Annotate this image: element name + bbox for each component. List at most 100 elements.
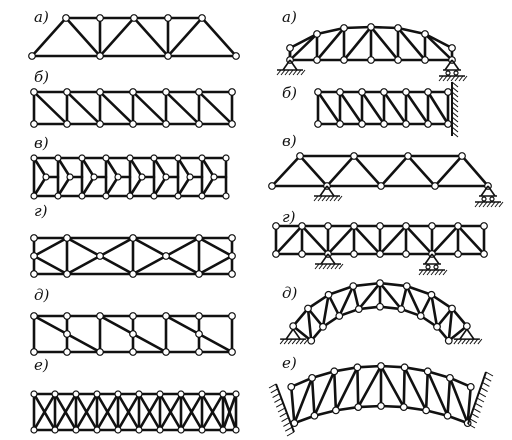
truss-joint — [380, 88, 388, 96]
truss-member — [356, 364, 383, 409]
label-left-e: е) — [34, 356, 49, 374]
truss-joint — [177, 390, 185, 398]
ground-hatch — [295, 338, 301, 345]
roller-support — [418, 253, 448, 276]
truss-member — [300, 224, 330, 256]
ground-hatch — [438, 269, 444, 276]
truss-member — [423, 32, 454, 62]
truss-member — [319, 185, 328, 197]
truss-joint — [433, 264, 439, 270]
truss-joint — [162, 312, 170, 320]
truss-joint — [96, 14, 104, 22]
truss-member — [382, 90, 408, 126]
truss-joint — [30, 312, 38, 320]
wall-hatch — [482, 381, 490, 387]
truss-joint — [195, 88, 203, 96]
truss-joint — [380, 120, 388, 128]
truss-member — [433, 154, 464, 188]
truss-member — [456, 224, 486, 256]
truss-right-b — [314, 81, 459, 138]
truss-joint — [51, 390, 59, 398]
truss-left-b — [30, 88, 236, 128]
label-right-a: а) — [282, 8, 297, 26]
ground-hatch — [321, 195, 327, 202]
truss-joint — [63, 330, 71, 338]
truss-right-a — [276, 23, 468, 82]
ground-hatch — [461, 338, 467, 345]
truss-joint — [222, 192, 230, 200]
truss-joint — [195, 270, 203, 278]
truss-member — [310, 376, 316, 418]
truss-joint — [350, 250, 358, 258]
ground-hatch — [482, 201, 488, 208]
truss-joint — [164, 52, 172, 60]
truss-joint — [174, 192, 182, 200]
truss-member — [152, 156, 168, 179]
truss-joint — [427, 290, 436, 299]
truss-member — [289, 385, 296, 425]
ground-hatch — [317, 195, 323, 202]
truss-joint — [444, 336, 453, 345]
truss-joint — [228, 234, 236, 242]
truss-member — [332, 370, 338, 412]
truss-member — [221, 392, 238, 432]
truss-joint — [377, 362, 385, 370]
wall-hatch — [451, 131, 459, 138]
truss-member — [430, 293, 454, 310]
wall-hatch — [451, 81, 459, 88]
truss-joint — [130, 14, 138, 22]
ground-hatch — [284, 69, 290, 76]
ground-hatch — [473, 338, 479, 345]
label-left-a: а) — [34, 8, 49, 26]
truss-member — [164, 254, 201, 276]
truss-joint — [162, 88, 170, 96]
truss-member — [351, 284, 361, 311]
ground-hatch — [434, 269, 440, 276]
ground-hatch — [337, 195, 343, 202]
truss-member — [65, 254, 102, 276]
ground-hatch — [426, 269, 432, 276]
truss-joint — [63, 348, 71, 356]
ground-hatch — [498, 201, 504, 208]
truss-joint — [28, 52, 36, 60]
truss-member — [98, 254, 135, 276]
truss-joint — [114, 390, 122, 398]
truss-member — [164, 90, 201, 126]
truss-joint — [78, 192, 86, 200]
pin-support — [276, 59, 306, 76]
truss-joint — [481, 196, 487, 202]
truss-joint — [72, 426, 80, 434]
truss-joint — [308, 373, 316, 382]
truss-joint — [445, 70, 451, 76]
truss-member — [197, 254, 234, 276]
truss-member — [32, 254, 69, 276]
ground-hatch — [283, 338, 289, 345]
truss-joint — [480, 222, 488, 230]
truss-joint — [195, 120, 203, 128]
ground-hatch — [291, 338, 297, 345]
truss-member — [179, 392, 204, 432]
truss-joint — [219, 390, 227, 398]
truss-joint — [453, 70, 459, 76]
truss-joint — [402, 120, 410, 128]
truss-joint — [313, 30, 321, 38]
truss-joint — [162, 252, 170, 260]
wall-hatch — [451, 116, 459, 123]
truss-joint — [186, 173, 194, 181]
wall-hatch — [279, 412, 288, 418]
truss-member — [332, 366, 359, 373]
truss-member — [32, 236, 69, 258]
truss-member — [80, 156, 96, 179]
truss-left-a — [28, 14, 240, 60]
truss-joint — [289, 322, 298, 331]
truss-member — [444, 59, 453, 71]
truss-member — [430, 293, 439, 329]
truss-member — [451, 59, 460, 71]
truss-member — [132, 16, 170, 58]
truss-joint — [446, 373, 454, 382]
truss-joint — [423, 367, 432, 376]
truss-member — [327, 284, 355, 297]
truss-joint — [399, 403, 408, 411]
truss-joint — [63, 88, 71, 96]
ground-hatch — [280, 69, 286, 76]
